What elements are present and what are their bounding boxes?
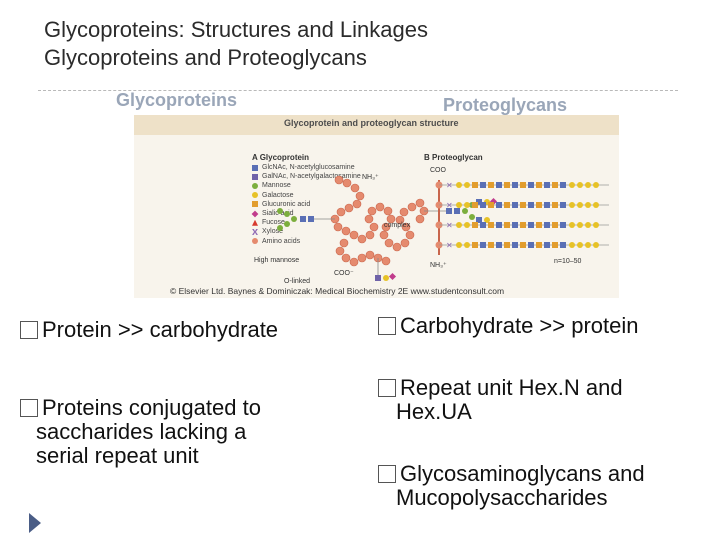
bullet-text-line-1: Glycosaminoglycans and [400,461,645,486]
bullet-text-line-2: Hex.UA [396,399,472,424]
o-linked-label: O-linked [284,278,311,285]
legend-item: GlcNAc, N-acetylglucosamine [252,163,361,172]
legend-item: Xylose [252,227,361,236]
panel-a-label: A Glycoprotein [252,153,310,162]
glycoproteins-header: Glycoproteins [116,90,238,110]
legend-label: Glucuronic acid [262,200,311,208]
complex-label: complex [384,222,411,229]
title-line-2: Glycoproteins and Proteoglycans [44,45,367,70]
legend-label: GalNAc, N-acetylgalactosamine [262,173,361,181]
galnac-swatch [252,173,258,180]
bullet-box-icon [20,399,38,417]
panel-b-label: B Proteoglycan [424,153,483,162]
proteoglycan-core [435,180,443,255]
svg-text:✕: ✕ [446,221,453,230]
o-linked-glycan [375,258,397,281]
legend-item: Glucuronic acid [252,200,361,209]
glcnac-swatch [252,164,258,171]
coo-label-b: COO [430,167,446,174]
fucose-swatch [252,219,258,226]
bullet-text-line-2: saccharides lacking a [36,419,247,444]
bullet-text: Carbohydrate >> protein [400,313,639,338]
legend-label: Xylose [262,228,284,236]
galactose-swatch [252,192,258,199]
legend-label: GlcNAc, N-acetylglucosamine [262,164,355,172]
coo-label-a: COO⁻ [334,270,354,277]
legend-label: Fucose [262,219,285,227]
glycoprotein-chain [330,175,429,267]
next-slide-arrow-icon[interactable] [28,512,42,534]
n-range-label: n=10–50 [554,258,582,265]
title-divider [38,90,678,91]
legend-label: Amino acids [262,237,301,245]
nh3-label-b: NH₃⁺ [430,262,447,269]
legend-item: Galactose [252,191,361,200]
bullet-box-icon [20,321,38,339]
proteoglycans-header: Proteoglycans [443,95,568,115]
glucuronic-acid-swatch [252,201,258,208]
figure-title: Glycoprotein and proteoglycan structure [284,118,459,128]
bullet-left-2: Proteins conjugated to saccharides lacki… [20,396,261,468]
legend-item: Mannose [252,181,361,190]
bullet-box-icon [378,465,396,483]
svg-text:✕: ✕ [446,181,453,190]
svg-text:✕: ✕ [446,201,453,210]
legend-label: Galactose [262,191,294,199]
legend-item: GalNAc, N-acetylgalactosamine [252,172,361,181]
legend-label: Sialic acid [262,210,294,218]
figure-header-bar [134,115,619,135]
legend-label: Mannose [262,182,291,190]
bullet-text-line-2: Mucopolysaccharides [396,485,608,510]
mannose-swatch [252,182,258,189]
slide-title: Glycoproteins: Structures and Linkages G… [44,16,428,72]
nh3-label-a: NH₃⁺ [362,174,379,181]
bullet-right-1: Carbohydrate >> protein [378,314,639,338]
structure-figure: Glycoprotein and proteoglycan structure … [134,115,619,298]
complex-glycan [424,197,498,223]
high-mannose-glycan [277,208,335,231]
amino-acid-swatch [252,238,258,245]
bullet-right-2: Repeat unit Hex.N and Hex.UA [378,376,623,424]
legend-item: Amino acids [252,237,361,246]
bullet-text-line-1: Repeat unit Hex.N and [400,375,623,400]
figure-credit: © Elsevier Ltd. Baynes & Dominiczak: Med… [170,286,505,296]
bullet-box-icon [378,379,396,397]
gag-chains: ✕ ✕ [439,181,609,250]
high-mannose-label: High mannose [254,257,300,264]
bullet-box-icon [378,317,396,335]
legend-item: Sialic acid [251,209,361,218]
bullet-text: Protein >> carbohydrate [42,317,279,342]
bullet-text-line-1: Proteins conjugated to [42,395,261,420]
figure-legend: GlcNAc, N-acetylglucosamine GalNAc, N-ac… [251,163,361,246]
structure-diagram: ✕ ✕ [277,175,609,281]
bullet-text-line-3: serial repeat unit [36,443,199,468]
legend-item: Fucose [252,218,361,227]
xylose-swatch [252,228,258,235]
bullet-right-3: Glycosaminoglycans and Mucopolysaccharid… [378,462,645,510]
title-line-1: Glycoproteins: Structures and Linkages [44,17,428,42]
svg-text:✕: ✕ [446,241,453,250]
bullet-left-1: Protein >> carbohydrate [20,318,278,342]
